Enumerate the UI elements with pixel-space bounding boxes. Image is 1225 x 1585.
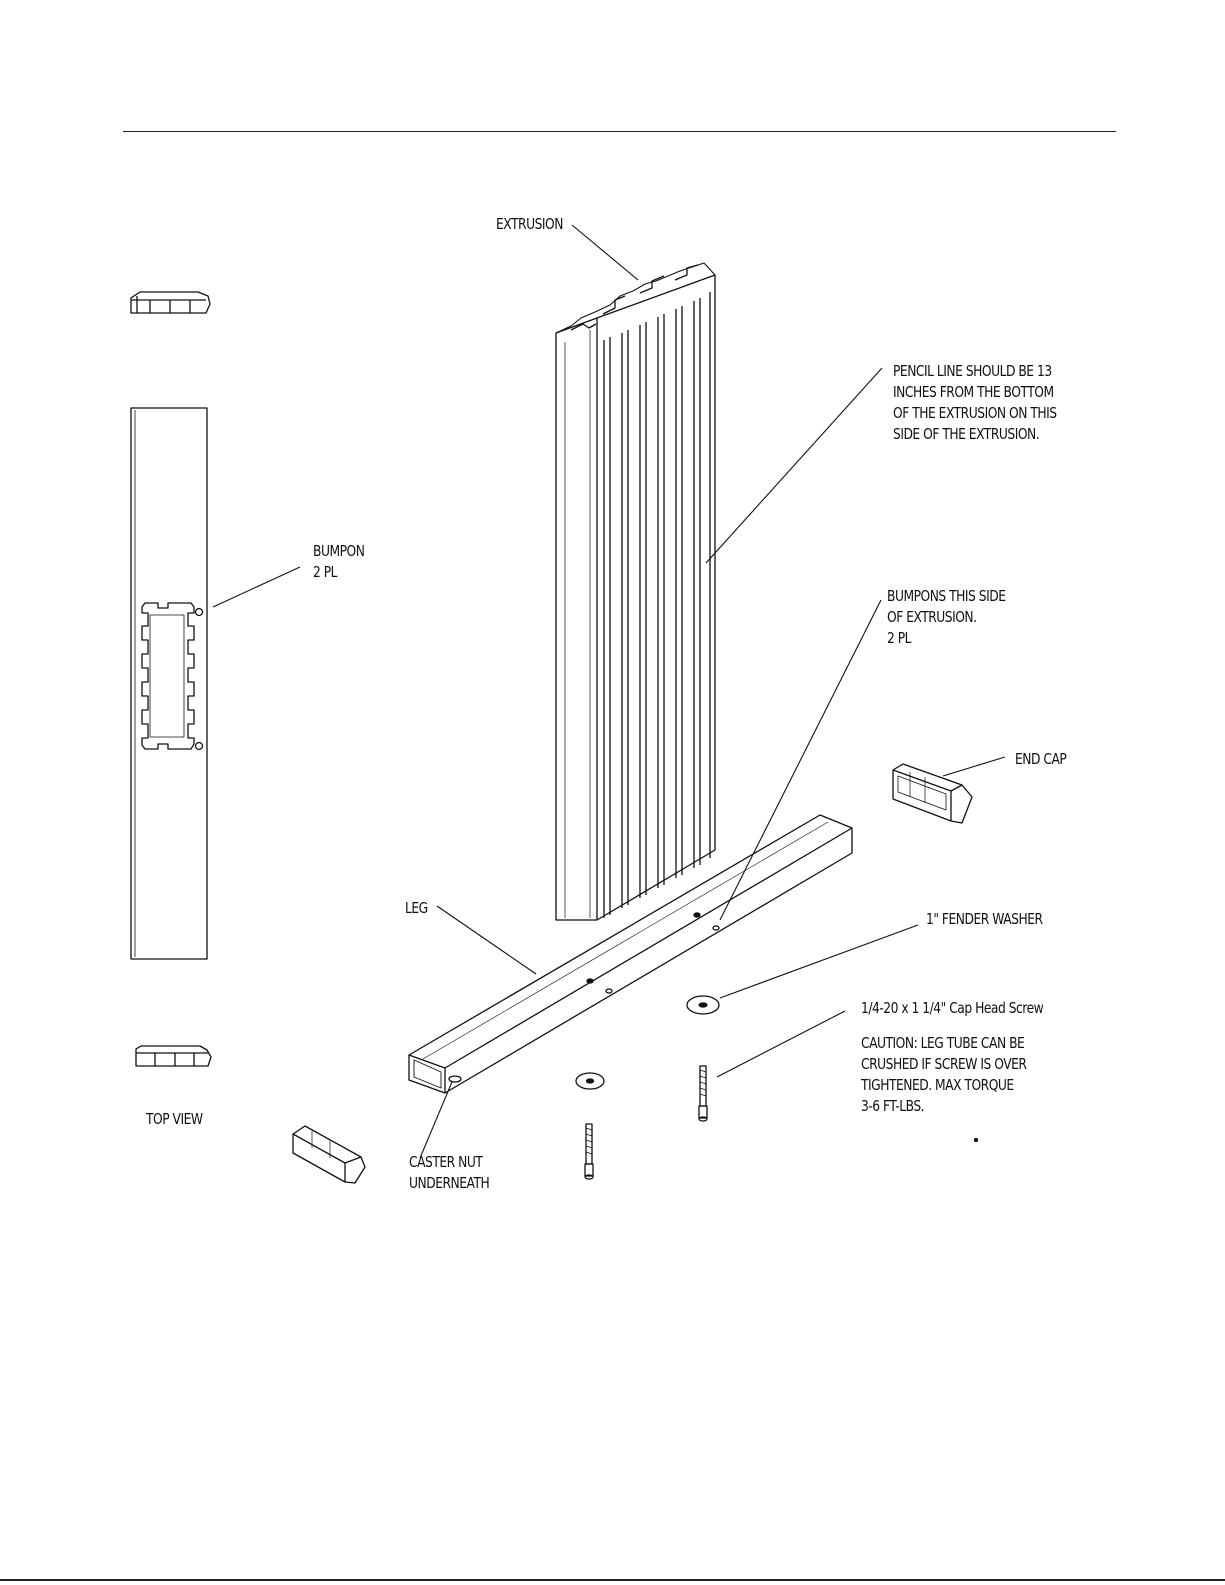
extrusion-label: EXTRUSION <box>496 215 563 233</box>
top-view-extrusion-side <box>130 407 208 960</box>
caster-nut-label: CASTER NUT UNDERNEATH <box>409 1153 490 1192</box>
bumpon-label: BUMPON 2 PL <box>313 542 365 581</box>
fender-washer-left <box>575 1072 605 1090</box>
extrusion <box>555 262 716 921</box>
fender-washer-right <box>686 995 720 1015</box>
end-cap-left <box>292 1125 366 1184</box>
top-view-cap-bottom <box>135 1045 212 1067</box>
fender-washer-label: 1" FENDER WASHER <box>926 910 1043 928</box>
end-cap-label: END CAP <box>1015 750 1067 768</box>
top-view-label: TOP VIEW <box>146 1110 203 1128</box>
leg-label: LEG <box>405 899 428 917</box>
cap-screw-label: 1/4-20 x 1 1/4" Cap Head Screw <box>861 999 1044 1017</box>
leader-lines <box>212 224 1006 1159</box>
cap-screw-left <box>584 1123 594 1180</box>
caution-note: CAUTION: LEG TUBE CAN BE CRUSHED IF SCRE… <box>861 1034 1027 1115</box>
end-cap-right <box>892 763 973 824</box>
footer-rule <box>0 1579 1225 1581</box>
cap-screw-right <box>698 1065 708 1122</box>
pencil-line-note: PENCIL LINE SHOULD BE 13 INCHES FROM THE… <box>893 362 1057 443</box>
header-rule <box>123 131 1116 132</box>
extrusion-cross-section <box>141 602 204 751</box>
leg-tube <box>408 814 853 1094</box>
bumpons-side-label: BUMPONS THIS SIDE OF EXTRUSION. 2 PL <box>887 587 1006 647</box>
top-view-cap-top <box>130 291 211 314</box>
